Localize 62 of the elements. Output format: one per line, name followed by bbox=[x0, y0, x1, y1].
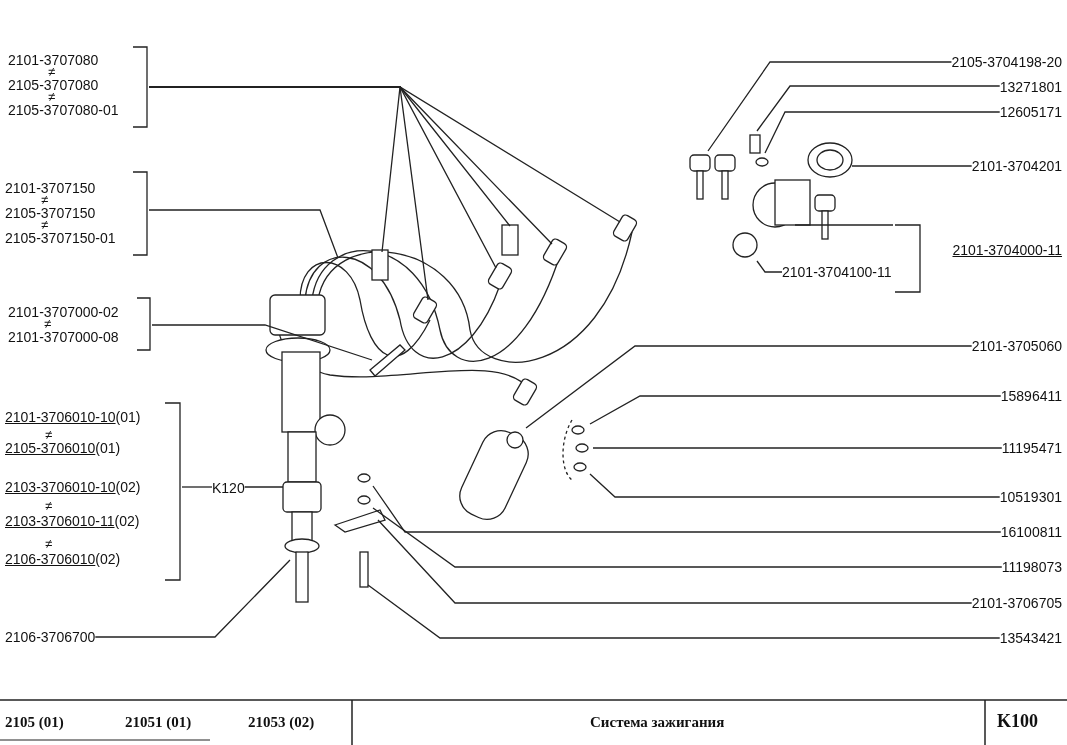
part-number: 2103-3706010-10(02) bbox=[5, 479, 141, 495]
leader-line bbox=[372, 507, 1003, 568]
model-code: 21053 (02) bbox=[248, 714, 315, 730]
leader-line bbox=[244, 486, 284, 488]
part-number: 2105-3707080 bbox=[8, 77, 99, 93]
not-equal-sign: ≠ bbox=[44, 318, 52, 330]
not-equal-sign: ≠ bbox=[45, 538, 53, 550]
leader-line bbox=[148, 86, 621, 223]
part-number: 2101-3706705 bbox=[971, 595, 1062, 611]
part-number: 2105-3706010(01) bbox=[5, 440, 121, 456]
model-code: 21051 (01) bbox=[125, 714, 192, 730]
part-number: 2103-3706010-11(02) bbox=[5, 513, 140, 529]
leader-line bbox=[372, 485, 1002, 533]
model-code: 2105 (01) bbox=[5, 714, 64, 730]
part-number: 2105-3707150 bbox=[5, 205, 96, 221]
leader-line bbox=[756, 85, 1001, 132]
part-number: 2101-3707150 bbox=[5, 180, 96, 196]
part-number: 2101-3704201 bbox=[971, 158, 1062, 174]
part-number: 2101-3705060 bbox=[971, 338, 1062, 354]
leader-line bbox=[707, 61, 953, 152]
part-number: 2106-3706010(02) bbox=[5, 551, 121, 567]
leader-line bbox=[851, 165, 973, 167]
not-equal-sign: ≠ bbox=[45, 429, 53, 441]
part-number: 15896411 bbox=[1000, 388, 1062, 404]
leader-line bbox=[181, 486, 213, 488]
part-number: 2101-3704100-11 bbox=[782, 264, 892, 280]
part-number: 10519301 bbox=[999, 489, 1062, 505]
leader-line bbox=[148, 209, 339, 259]
part-number: 13543421 bbox=[999, 630, 1062, 646]
part-number: 2105-3707150-01 bbox=[5, 230, 116, 246]
part-number: 16100811 bbox=[1000, 524, 1062, 540]
leader-line bbox=[589, 473, 1001, 498]
not-equal-sign: ≠ bbox=[48, 91, 56, 103]
part-number: 2101-3707000-08 bbox=[8, 329, 119, 345]
part-number: 11195471 bbox=[1001, 440, 1062, 456]
leader-line bbox=[367, 584, 1001, 639]
leader-line bbox=[377, 519, 973, 604]
leader-line bbox=[764, 111, 1001, 154]
not-equal-sign: ≠ bbox=[45, 500, 53, 512]
not-equal-sign: ≠ bbox=[41, 194, 49, 206]
part-number: K120 bbox=[212, 480, 245, 496]
part-number: 11198073 bbox=[1001, 559, 1062, 575]
part-number: 2105-3707080-01 bbox=[8, 102, 119, 118]
leader-line bbox=[525, 345, 973, 429]
leader-line bbox=[592, 447, 1003, 449]
part-number: 2101-3707000-02 bbox=[8, 304, 119, 320]
leader-line bbox=[756, 260, 783, 273]
part-number: 2101-3706010-10(01) bbox=[5, 409, 141, 425]
sheet-number: K100 bbox=[997, 713, 1038, 729]
leader-line bbox=[151, 324, 373, 361]
part-number: 2106-3706700 bbox=[5, 629, 96, 645]
part-number: 2101-3704000-11 bbox=[952, 242, 1062, 258]
part-number: 2101-3707080 bbox=[8, 52, 99, 68]
part-number: 2105-3704198-20 bbox=[951, 54, 1062, 70]
title: Система зажигания bbox=[590, 714, 725, 730]
part-number: 12605171 bbox=[999, 104, 1062, 120]
not-equal-sign: ≠ bbox=[48, 66, 56, 78]
leader-line bbox=[794, 224, 894, 226]
part-number: 13271801 bbox=[999, 79, 1062, 95]
leader-line bbox=[94, 559, 291, 638]
not-equal-sign: ≠ bbox=[41, 219, 49, 231]
leader-line bbox=[589, 395, 1002, 425]
